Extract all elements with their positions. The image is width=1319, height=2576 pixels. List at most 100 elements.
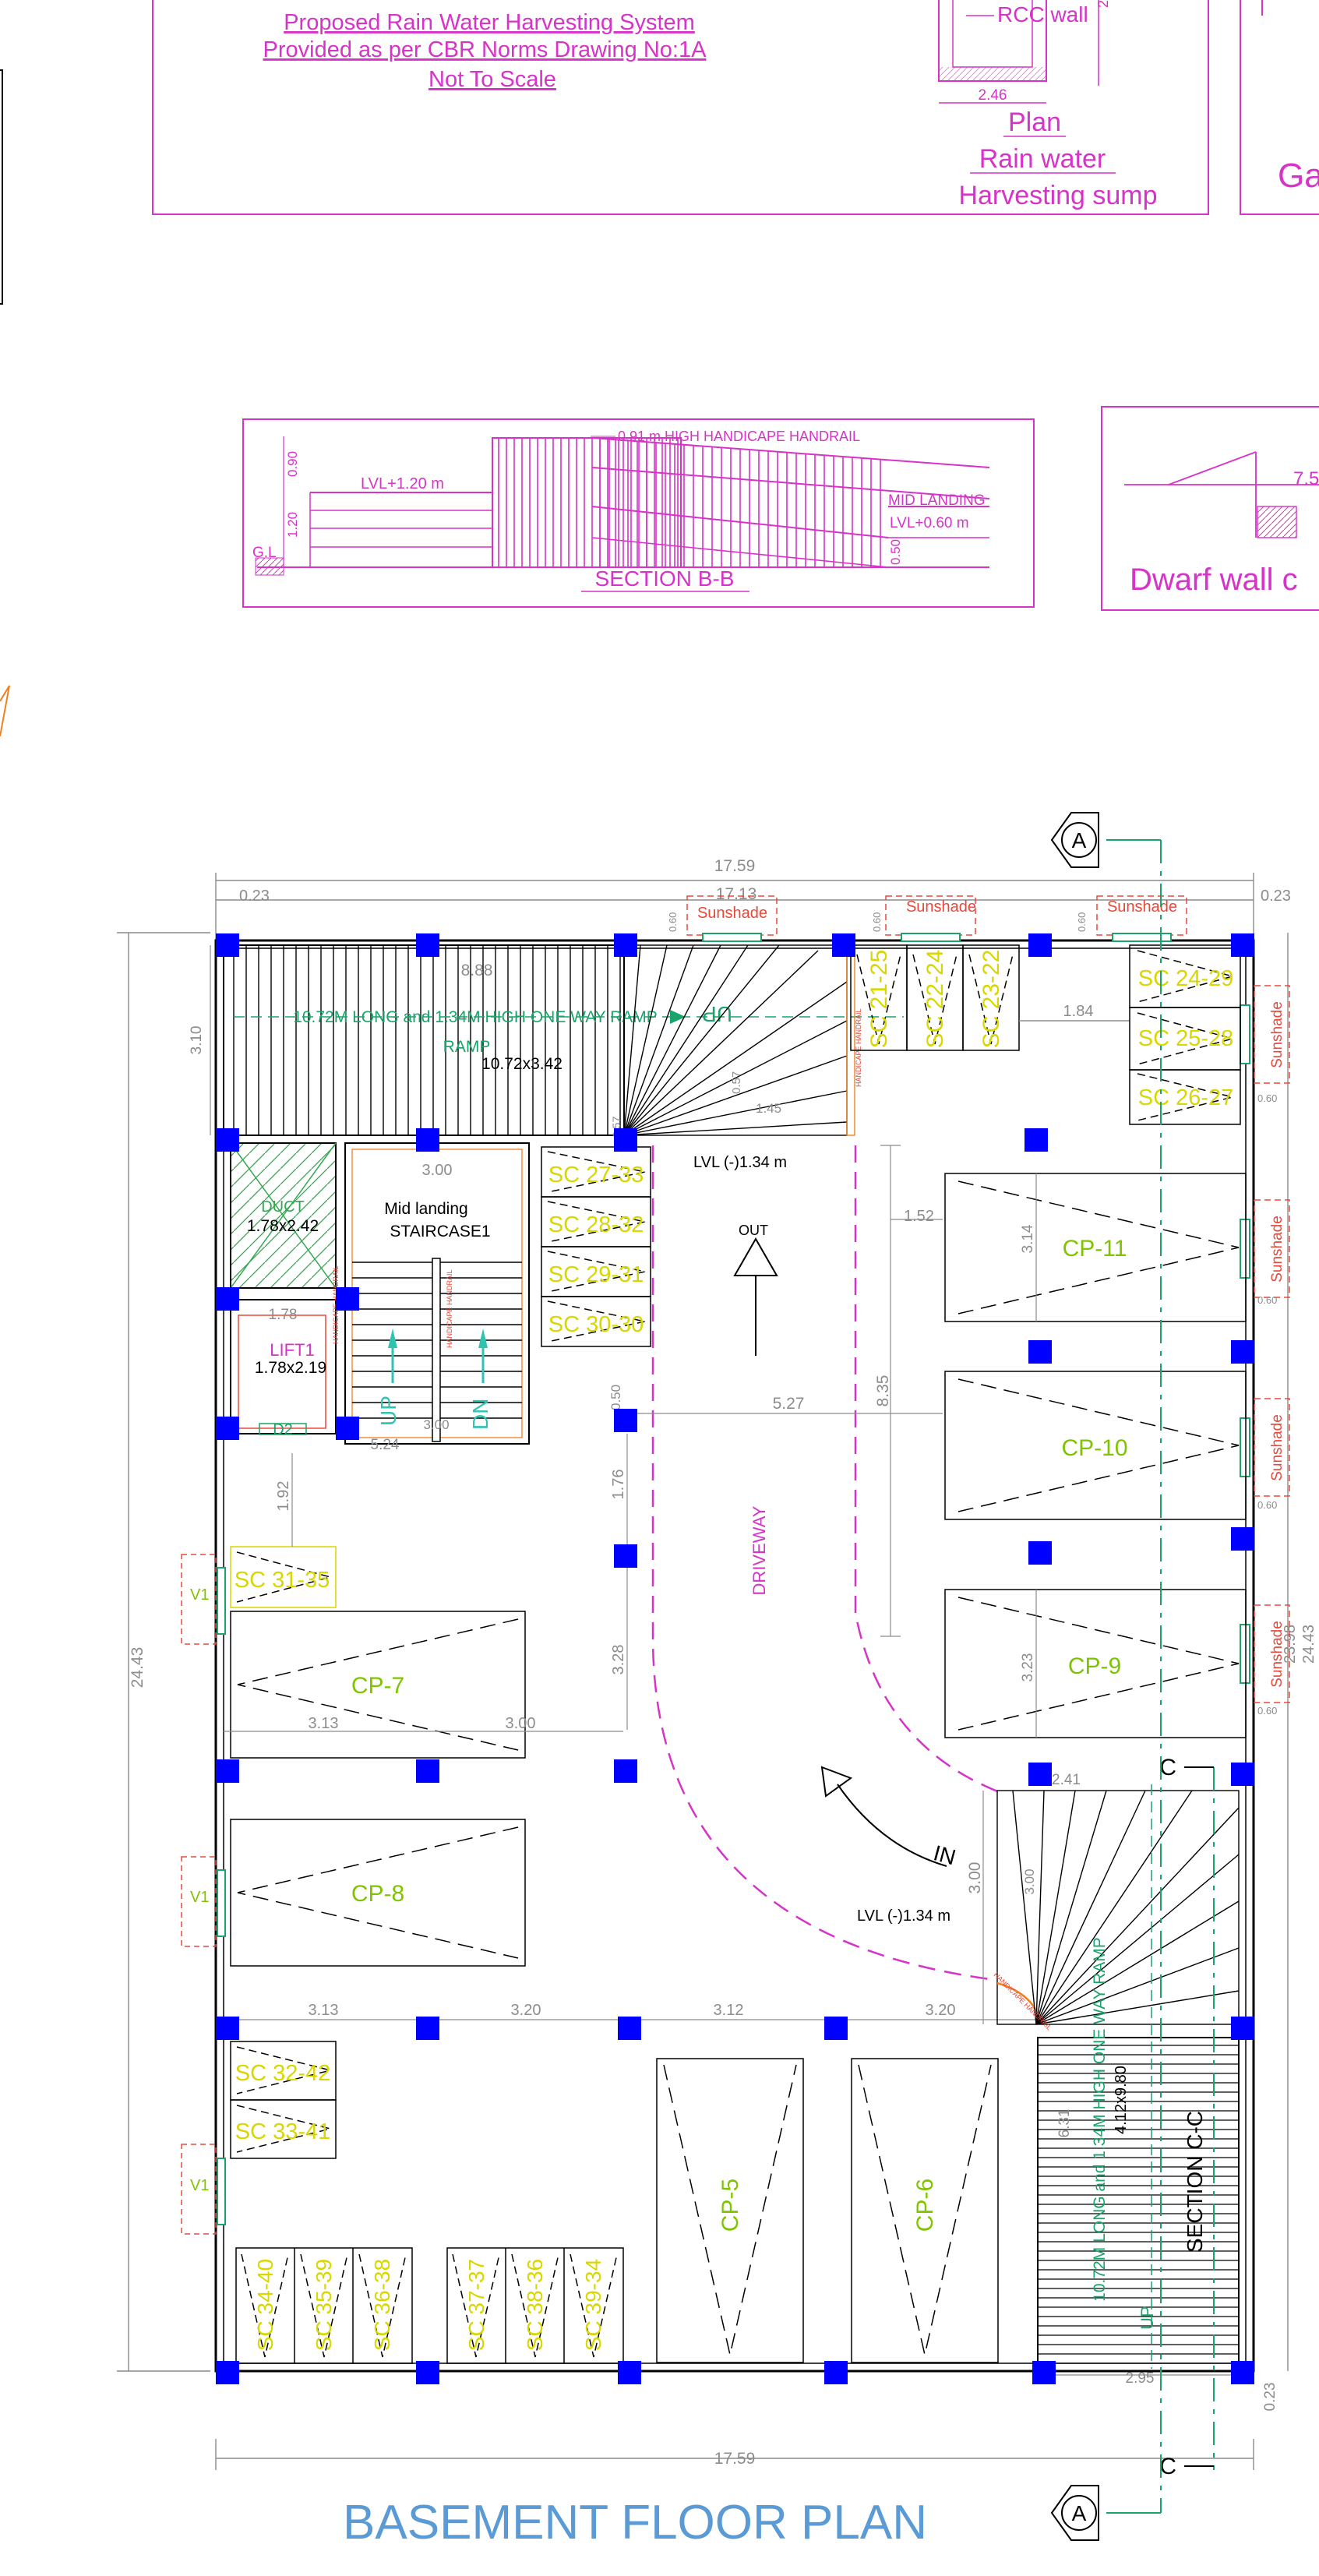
structural-column xyxy=(1231,933,1254,957)
stair-dim-300: 3.00 xyxy=(422,1162,453,1179)
dim-241: 2.41 xyxy=(1052,1772,1081,1788)
dim-top-total: 17.59 xyxy=(714,857,756,875)
structural-column xyxy=(1025,1128,1048,1152)
ramp-bottom-size: 4.12x9.80 xyxy=(1113,2066,1130,2134)
sunshade-1: Sunshade xyxy=(697,905,767,922)
dim-060-r4: 0.60 xyxy=(1257,1705,1277,1717)
sc-36-38: SC 36-38 xyxy=(370,2259,394,2351)
in-arrow xyxy=(837,1784,947,1867)
dim-312: 3.12 xyxy=(714,2002,744,2019)
section-bb-panel: G.L 0.90 1.20 LVL+1.20 m 0.91 m HIGH HAN… xyxy=(242,418,1035,608)
structural-column xyxy=(216,1128,239,1152)
sc-27-33: SC 27-33 xyxy=(548,1163,644,1187)
rwh-line-3: Not To Scale xyxy=(428,67,556,92)
section-bb-title: SECTION B-B xyxy=(595,566,735,591)
structural-columns xyxy=(216,933,1254,2384)
dim-060-r1: 0.60 xyxy=(1257,1092,1277,1104)
cp-7: CP-7 xyxy=(351,1673,404,1699)
structural-column xyxy=(336,1287,359,1311)
cp-8: CP-8 xyxy=(351,1881,404,1907)
dim-631: 6.31 xyxy=(1056,2109,1073,2138)
gl-label: G.L xyxy=(252,545,277,561)
structural-column xyxy=(416,2361,439,2384)
structural-column xyxy=(416,1128,439,1152)
sc-38-36: SC 38-36 xyxy=(523,2259,547,2351)
ramp-bottom-up: UP xyxy=(1137,2306,1157,2330)
in-label: IN xyxy=(931,1840,958,1869)
sc-29-31: SC 29-31 xyxy=(548,1262,644,1287)
section-c-top: C xyxy=(1159,1755,1176,1780)
plan-title: BASEMENT FLOOR PLAN xyxy=(343,2496,927,2550)
dim-060-top-3: 0.60 xyxy=(1076,912,1088,932)
sc-24-29: SC 24-29 xyxy=(1138,966,1234,991)
ramp-bottom xyxy=(1037,1784,1240,2372)
dim-300-c: 3.00 xyxy=(966,1862,984,1894)
structural-column xyxy=(336,1417,359,1440)
sunshade-3: Sunshade xyxy=(1107,898,1177,916)
ramp-top-length: 8.88 xyxy=(461,962,493,979)
sc-26-27: SC 26-27 xyxy=(1138,1085,1234,1110)
dwarf-title: Dwarf wall c xyxy=(1130,563,1298,597)
sc-32-42: SC 32-42 xyxy=(235,2061,331,2086)
handicap-handrail-3: HANDICAPE HANDRAIL xyxy=(446,1269,453,1348)
left-frame-fragment xyxy=(0,69,3,305)
sc-22-24: SC 22-24 xyxy=(922,950,948,1049)
rwh-line-1: Proposed Rain Water Harvesting System xyxy=(284,10,695,35)
structural-column xyxy=(1231,1763,1254,1786)
handrail-grid xyxy=(498,438,881,567)
dim-313-b: 3.13 xyxy=(309,2002,339,2019)
section-a-top: A xyxy=(1072,828,1087,852)
winder-stair-bottom xyxy=(996,1790,1240,2025)
sc-21-25: SC 21-25 xyxy=(866,950,892,1049)
cp-left-col xyxy=(230,1611,526,1967)
cp-10: CP-10 xyxy=(1061,1435,1127,1461)
lvl-label-2: LVL (-)1.34 m xyxy=(857,1907,950,1925)
sump-dim-plan: 2.46 xyxy=(979,87,1007,104)
sc-25-28: SC 25-28 xyxy=(1138,1026,1234,1051)
mid-landing-level: LVL+0.60 m xyxy=(890,515,969,531)
lvl-label: LVL+1.20 m xyxy=(361,475,444,492)
stair-dim-300b: 3.00 xyxy=(423,1417,449,1432)
structural-column xyxy=(216,933,239,957)
structural-column xyxy=(1231,1527,1254,1551)
stair-dn: DN xyxy=(468,1399,492,1430)
structural-column xyxy=(832,933,855,957)
cp-bottom xyxy=(656,2058,999,2363)
duct xyxy=(230,1142,337,1289)
sunshades-top xyxy=(686,895,1187,942)
structural-column xyxy=(1231,2361,1254,2384)
sc-37-37: SC 37-37 xyxy=(464,2259,488,2351)
dim-left-total: 24.43 xyxy=(129,1647,146,1689)
dim-295: 2.95 xyxy=(1126,2370,1155,2387)
v1-windows xyxy=(181,1554,217,2235)
sc-23-22: SC 23-22 xyxy=(979,950,1004,1049)
structural-column xyxy=(216,2017,239,2040)
handrail-label: 0.91 m HIGH HANDICAPE HANDRAIL xyxy=(618,429,860,444)
dim-192: 1.92 xyxy=(275,1481,292,1512)
sc-right-col xyxy=(1129,944,1241,1125)
structural-column xyxy=(614,1128,637,1152)
basement-plan: 17.59 17.13 0.23 0.23 17.59 24.43 23.98 … xyxy=(117,812,1317,2550)
lift-dim-178: 1.78 xyxy=(269,1307,298,1323)
ramp-bottom-text: 10.72M LONG and 1.34M HIGH ONE WAY RAMP xyxy=(1091,1937,1109,2302)
driveway-label: DRIVEWAY xyxy=(749,1505,769,1595)
ramp-top-up: UP xyxy=(702,1002,732,1026)
sunshade-r1: Sunshade xyxy=(1269,1001,1285,1068)
sc-39-34: SC 39-34 xyxy=(581,2259,605,2351)
dim-top-right: 0.23 xyxy=(1261,887,1291,905)
structural-column xyxy=(216,1417,239,1440)
structural-column xyxy=(1032,2361,1056,2384)
structural-column xyxy=(216,1287,239,1311)
rainwater-harvesting-panel: Proposed Rain Water Harvesting System Pr… xyxy=(152,0,1319,215)
ramp-top-text: 10.72M LONG and 1.34M HIGH ONE WAY RAMP xyxy=(293,1008,658,1026)
dim-313-a: 3.13 xyxy=(309,1715,339,1732)
dim-323: 3.23 xyxy=(1020,1653,1036,1682)
dim-145: 1.45 xyxy=(756,1101,781,1116)
structural-column xyxy=(416,1759,439,1783)
cut-off-text: Ga xyxy=(1278,157,1319,195)
structural-column xyxy=(1231,2017,1254,2040)
structural-column xyxy=(614,1409,637,1432)
dwarf-dim: 7.5 xyxy=(1293,468,1319,489)
dim-right-1: 23.98 xyxy=(1282,1625,1299,1664)
dim-176: 1.76 xyxy=(610,1470,627,1500)
